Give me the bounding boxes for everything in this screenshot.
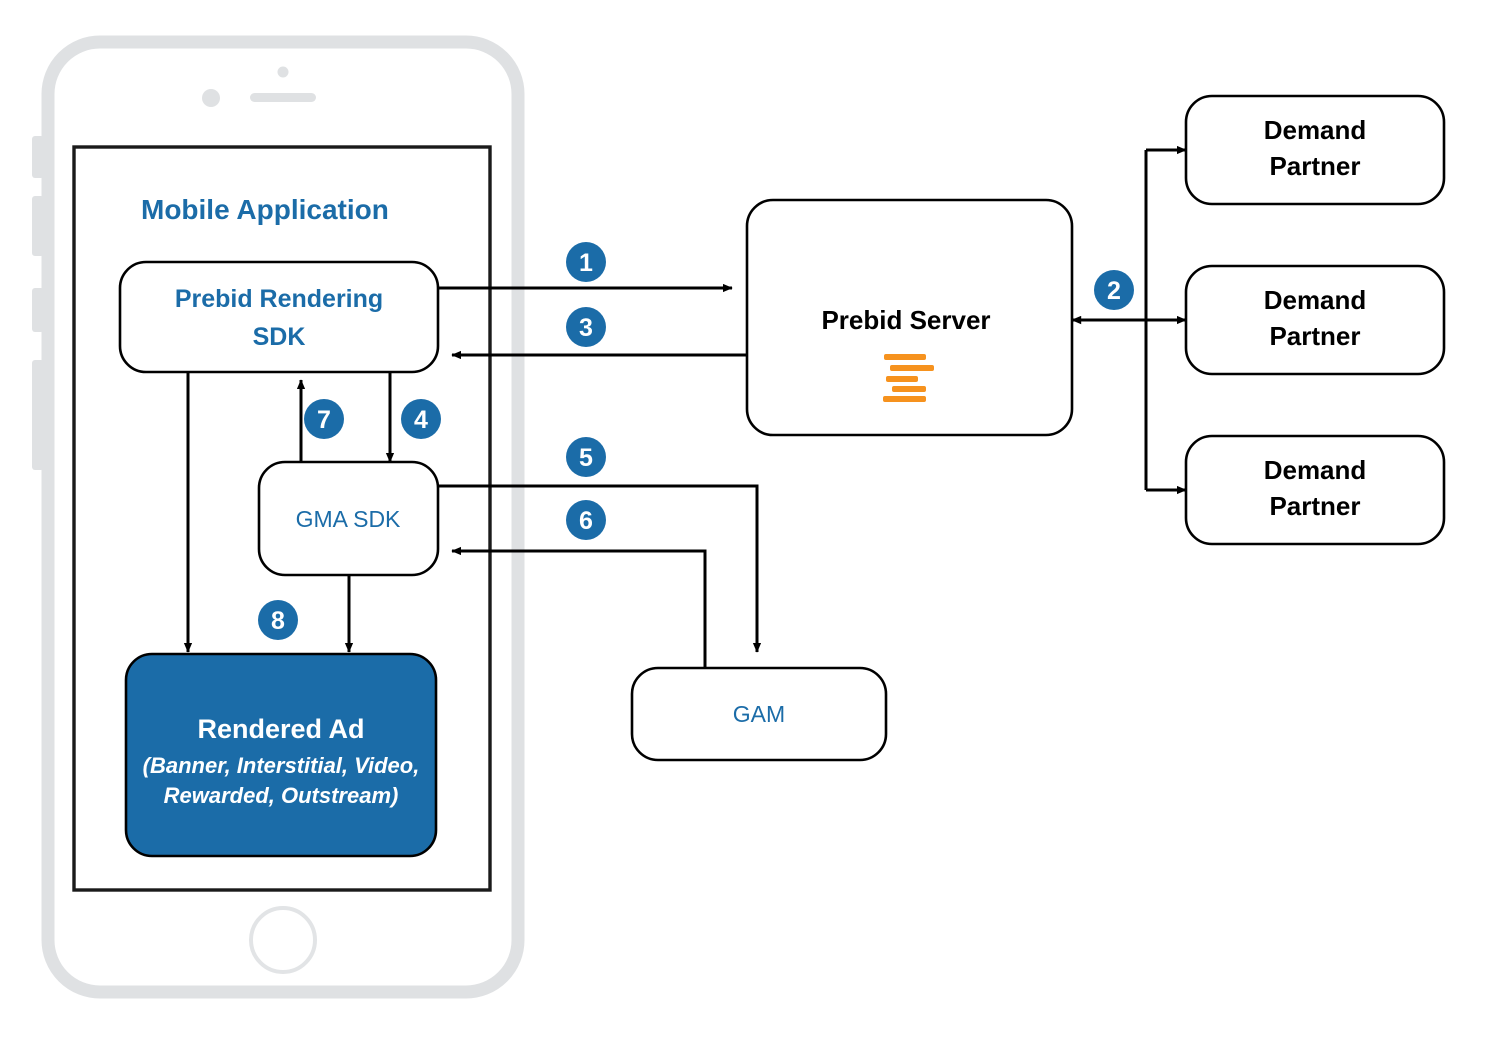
prebid-server-label: Prebid Server: [821, 305, 990, 335]
node-demand-partner-1[interactable]: Demand Partner: [1184, 94, 1446, 206]
step-badge-3-number: 3: [579, 314, 593, 342]
earpiece-speaker: [250, 93, 316, 102]
step-badge-1-number: 1: [579, 249, 593, 277]
step-badge-2: 2: [1094, 270, 1134, 310]
connector-step-5: [437, 484, 762, 653]
step-badge-7: 7: [304, 399, 344, 439]
demand-partner-2-label-line2: Partner: [1269, 321, 1360, 351]
step-badge-7-number: 7: [317, 406, 331, 434]
demand-partner-1-label-line2: Partner: [1269, 151, 1360, 181]
home-button[interactable]: [249, 906, 317, 974]
gma-sdk-label: GMA SDK: [296, 506, 401, 532]
demand-partner-3-label-line2: Partner: [1269, 491, 1360, 521]
node-rendered-ad[interactable]: Rendered Ad (Banner, Interstitial, Video…: [124, 652, 438, 858]
node-demand-partner-2[interactable]: Demand Partner: [1184, 264, 1446, 376]
step-badge-2-number: 2: [1107, 277, 1121, 305]
node-gam[interactable]: GAM: [630, 666, 888, 762]
rendered-ad-sublabel-line2: Rewarded, Outstream): [164, 783, 399, 808]
rendered-ad-label: Rendered Ad: [197, 714, 364, 744]
step-badge-4-number: 4: [414, 406, 428, 434]
step-badge-5-number: 5: [579, 444, 593, 472]
node-prebid-rendering-sdk[interactable]: Prebid Rendering SDK: [118, 260, 440, 374]
step-badge-5: 5: [566, 437, 606, 477]
rendered-ad-sublabel-line1: (Banner, Interstitial, Video,: [143, 753, 420, 778]
connectors: [183, 145, 1187, 668]
sensor-dot: [202, 89, 220, 107]
camera-dot: [277, 66, 289, 78]
step-badge-8-number: 8: [271, 607, 285, 635]
demand-partner-3-label-line1: Demand: [1264, 455, 1367, 485]
step-badge-6-number: 6: [579, 507, 593, 535]
connector-step-6: [451, 546, 707, 668]
gam-label: GAM: [733, 701, 785, 727]
step-badge-3: 3: [566, 307, 606, 347]
step-badge-6: 6: [566, 500, 606, 540]
step-badge-8: 8: [258, 600, 298, 640]
demand-partner-2-label-line1: Demand: [1264, 285, 1367, 315]
phone-side-buttons: [32, 136, 44, 470]
step-badge-1: 1: [566, 242, 606, 282]
node-gma-sdk[interactable]: GMA SDK: [257, 460, 440, 577]
step-badge-4: 4: [401, 399, 441, 439]
prebid-rendering-sdk-label-line2: SDK: [253, 323, 306, 351]
node-demand-partner-3[interactable]: Demand Partner: [1184, 434, 1446, 546]
prebid-rendering-sdk-label-line1: Prebid Rendering: [175, 285, 383, 313]
prebid-logo-icon: [883, 354, 934, 402]
mobile-application-title: Mobile Application: [141, 194, 389, 225]
demand-partner-1-label-line1: Demand: [1264, 115, 1367, 145]
node-prebid-server[interactable]: Prebid Server: [745, 198, 1074, 437]
